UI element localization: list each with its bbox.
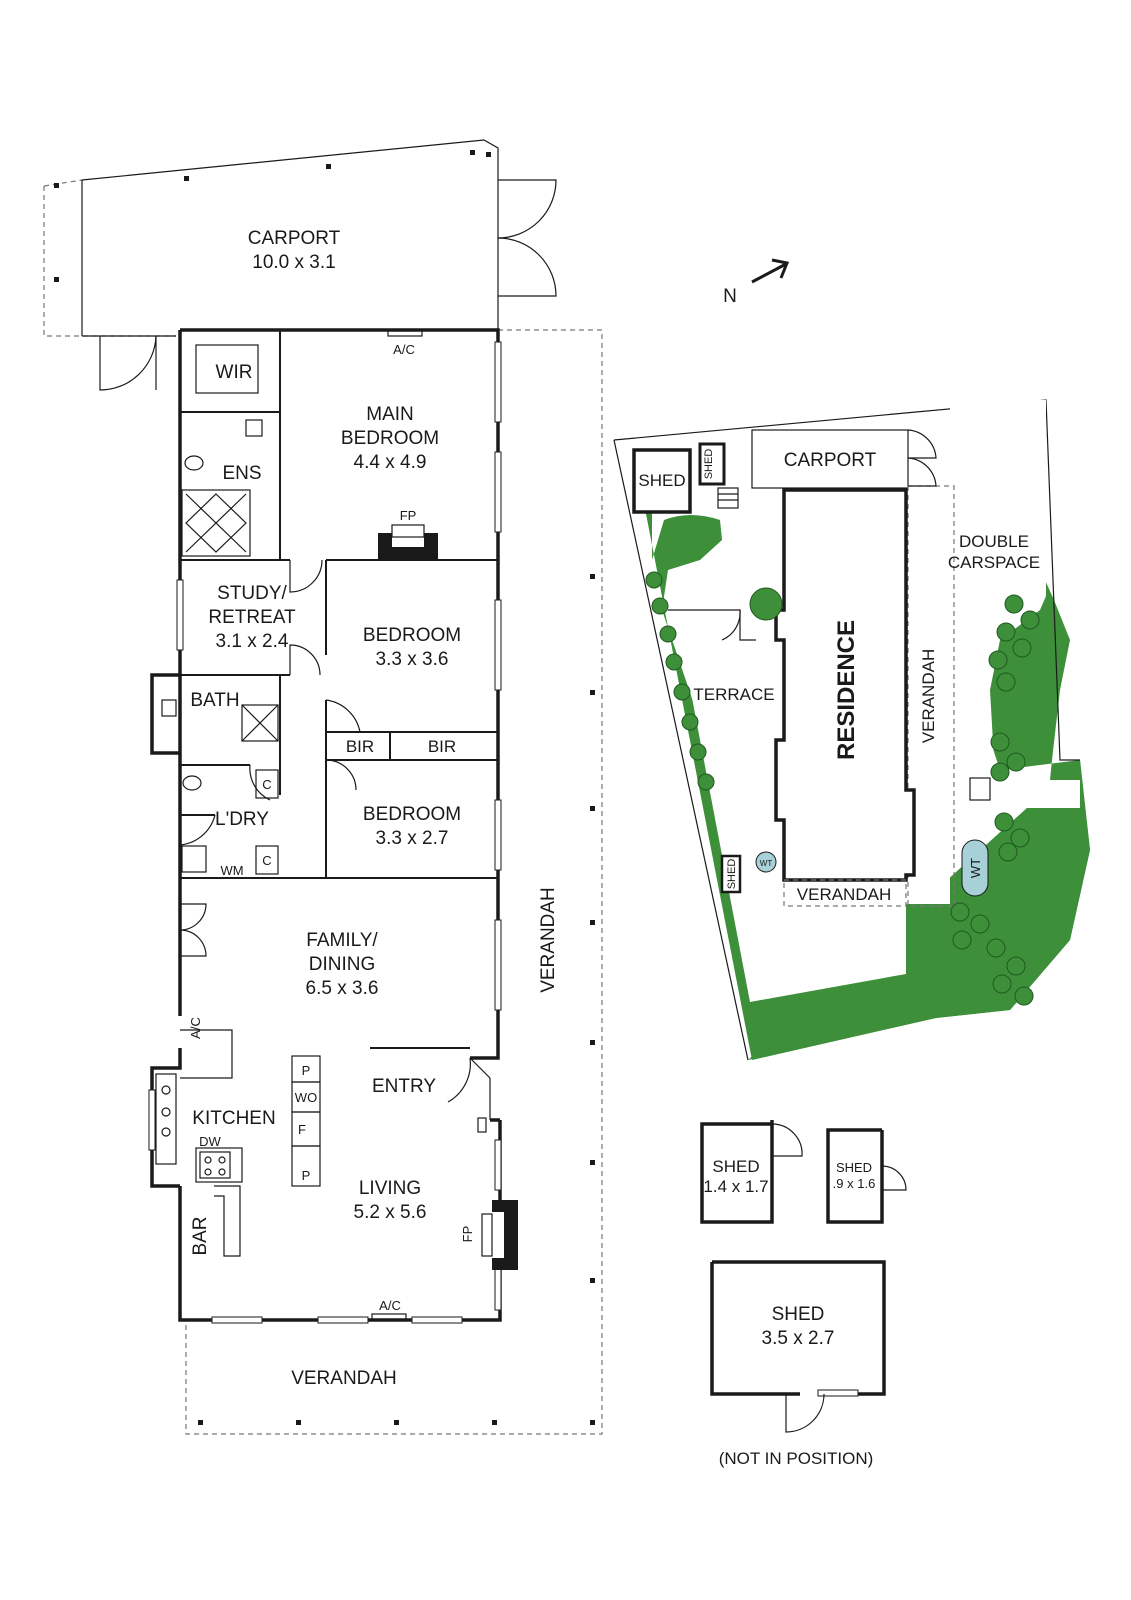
not-in-position-note: (NOT IN POSITION) bbox=[719, 1449, 874, 1468]
study-label-1: STUDY/ bbox=[217, 583, 287, 604]
study-label-2: RETREAT bbox=[208, 607, 296, 628]
bedroom3-size: 3.3 x 2.7 bbox=[376, 828, 449, 849]
verandah-outline bbox=[185, 329, 603, 1435]
main-bedroom-size: 4.4 x 4.9 bbox=[354, 452, 427, 473]
wir-label: WIR bbox=[216, 362, 253, 383]
detached-sheds: SHED 1.4 x 1.7 SHED .9 x 1.6 SHED 3.5 x … bbox=[700, 1120, 907, 1468]
wo-label: WO bbox=[295, 1090, 317, 1105]
verandah-side-label: VERANDAH bbox=[538, 887, 559, 993]
main-floor-plan: CARPORT 10.0 x 3.1 WIR A/C MAIN BEDROOM … bbox=[43, 139, 603, 1435]
pantry-p2-label: P bbox=[302, 1168, 311, 1183]
north-label: N bbox=[723, 286, 737, 307]
shed2-label: SHED bbox=[836, 1160, 872, 1175]
living-size: 5.2 x 5.6 bbox=[354, 1202, 427, 1223]
bedroom2-size: 3.3 x 3.6 bbox=[376, 649, 449, 670]
north-arrow-icon bbox=[751, 258, 790, 284]
entry-label: ENTRY bbox=[372, 1076, 436, 1097]
shed3-label: SHED bbox=[772, 1304, 825, 1325]
ac-left-label: A/C bbox=[188, 1017, 203, 1039]
verandah-bottom-label: VERANDAH bbox=[291, 1368, 397, 1389]
bar-label: BAR bbox=[190, 1216, 211, 1255]
dw-label: DW bbox=[199, 1134, 221, 1149]
main-bedroom-label-2: BEDROOM bbox=[341, 428, 439, 449]
carport-label: CARPORT bbox=[248, 228, 341, 249]
site-shed-b-label: SHED bbox=[703, 449, 715, 480]
ac-bottom-label: A/C bbox=[379, 1298, 401, 1313]
family-label-2: DINING bbox=[309, 954, 376, 975]
pantry-p1-label: P bbox=[302, 1063, 311, 1078]
bir1-label: BIR bbox=[346, 737, 374, 756]
floor-plan-labels: CARPORT 10.0 x 3.1 WIR A/C MAIN BEDROOM … bbox=[188, 228, 559, 1389]
bedroom3-label: BEDROOM bbox=[363, 804, 461, 825]
site-carport-label: CARPORT bbox=[784, 450, 877, 471]
kitchen-label: KITCHEN bbox=[192, 1108, 275, 1129]
site-shed-a-label: SHED bbox=[638, 471, 685, 490]
study-size: 3.1 x 2.4 bbox=[216, 631, 289, 652]
double-carspace-label-1: DOUBLE bbox=[959, 532, 1029, 551]
verandah-east-label: VERANDAH bbox=[919, 649, 938, 743]
north-compass: N bbox=[723, 258, 790, 307]
shed1-label: SHED bbox=[712, 1157, 759, 1176]
wm-label: WM bbox=[220, 863, 243, 878]
wt-tank-label: WT bbox=[968, 858, 983, 878]
c2-label: C bbox=[262, 853, 271, 868]
verandah-south-label: VERANDAH bbox=[797, 885, 891, 904]
ldry-label: L'DRY bbox=[215, 809, 269, 830]
family-label-1: FAMILY/ bbox=[306, 930, 378, 951]
wt-small-label: WT bbox=[760, 859, 773, 868]
main-bedroom-label-1: MAIN bbox=[366, 404, 414, 425]
fp-living-label: FP bbox=[460, 1226, 475, 1243]
site-shed-c-label: SHED bbox=[726, 859, 738, 890]
c1-label: C bbox=[262, 777, 271, 792]
site-plan: SHED SHED CARPORT DOUBLE CARSPACE TERRAC… bbox=[613, 399, 1090, 1061]
ac-top-label: A/C bbox=[393, 342, 415, 357]
fp-top-label: FP bbox=[400, 508, 417, 523]
windows bbox=[148, 341, 502, 1324]
shed2-size: .9 x 1.6 bbox=[833, 1176, 876, 1191]
bedroom2-label: BEDROOM bbox=[363, 625, 461, 646]
bath-label: BATH bbox=[190, 690, 239, 711]
carport-structure bbox=[43, 139, 557, 391]
family-size: 6.5 x 3.6 bbox=[306, 978, 379, 999]
interior-walls bbox=[180, 329, 498, 1049]
living-label: LIVING bbox=[359, 1178, 421, 1199]
terrace-label: TERRACE bbox=[693, 685, 774, 704]
shed3-size: 3.5 x 2.7 bbox=[762, 1328, 835, 1349]
residence-label: RESIDENCE bbox=[833, 620, 860, 760]
shed1-size: 1.4 x 1.7 bbox=[703, 1177, 768, 1196]
carport-size: 10.0 x 3.1 bbox=[252, 252, 335, 273]
doors bbox=[179, 559, 491, 1120]
double-carspace-label-2: CARSPACE bbox=[948, 553, 1040, 572]
ens-label: ENS bbox=[222, 463, 261, 484]
tree-icons bbox=[645, 571, 1040, 1006]
f-label: F bbox=[298, 1122, 306, 1137]
fixtures bbox=[155, 419, 518, 1321]
bir2-label: BIR bbox=[428, 737, 456, 756]
